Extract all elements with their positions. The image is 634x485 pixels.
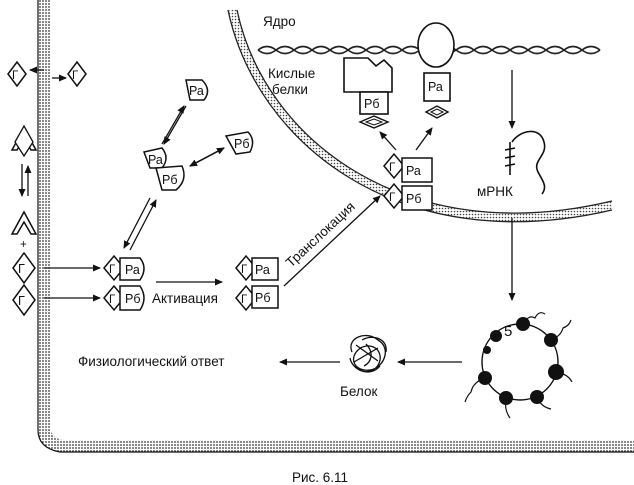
receptor-dimer: Ра Рб xyxy=(142,147,185,191)
svg-text:Г: Г xyxy=(18,262,25,276)
svg-text:Ра: Ра xyxy=(255,263,270,277)
ribosome-count: 5 xyxy=(504,323,512,340)
svg-text:Рб: Рб xyxy=(255,291,271,305)
dimer-to-ra-arrow xyxy=(161,105,185,145)
physiological-response-label: Физиологический ответ xyxy=(78,354,224,369)
nuclear-hormone-receptor-complex: Г Ра Г Рб xyxy=(383,152,433,211)
svg-text:Г: Г xyxy=(18,294,25,308)
mrna-label: мРНК xyxy=(477,184,513,199)
svg-text:Рб: Рб xyxy=(125,292,141,306)
acidic-proteins-label-line2: белки xyxy=(272,82,308,97)
svg-text:Рб: Рб xyxy=(162,173,178,187)
activated-hormone-receptor-complex: Г Ра Г Рб xyxy=(235,254,279,312)
svg-text:Ра: Ра xyxy=(428,80,443,94)
acidic-proteins-label-line1: Кислые xyxy=(268,66,315,81)
svg-text:Г: Г xyxy=(389,162,396,174)
mrna-molecule xyxy=(504,70,546,195)
svg-text:Рб: Рб xyxy=(406,192,422,206)
svg-text:Рб: Рб xyxy=(234,137,250,151)
svg-text:Г: Г xyxy=(389,192,396,204)
acidic-protein-block xyxy=(343,57,393,93)
svg-text:Ра: Ра xyxy=(189,84,204,98)
activation-label: Активация xyxy=(152,291,218,306)
cytoplasmic-hormone-receptor-complex: Г Ра Г Рб xyxy=(103,254,145,312)
svg-text:Г: Г xyxy=(241,294,248,306)
svg-text:Г: Г xyxy=(12,70,19,82)
receptor-b-on-chromatin: Рб xyxy=(358,91,390,129)
plus-sign: + xyxy=(20,239,27,251)
figure-caption: Рис. 6.11 xyxy=(292,470,348,485)
svg-text:Ра: Ра xyxy=(125,263,140,277)
svg-text:Г: Г xyxy=(72,70,79,82)
svg-text:Г: Г xyxy=(241,264,248,276)
svg-text:Г: Г xyxy=(109,294,116,306)
nuclear-membrane xyxy=(227,9,614,223)
protein-label: Белок xyxy=(340,384,377,399)
svg-text:Рб: Рб xyxy=(364,97,380,111)
translocation-label: Транслокация xyxy=(283,199,358,270)
svg-text:Ра: Ра xyxy=(148,153,163,167)
dimer-to-complex-arrow xyxy=(123,197,151,249)
nucleus-label: Ядро xyxy=(263,14,296,29)
protein-tangle xyxy=(349,335,387,373)
extracellular-hormone-exchange: Г Г xyxy=(7,60,87,88)
cell-membrane xyxy=(37,0,634,453)
receptor-b-free: Рб xyxy=(224,131,254,155)
carrier-protein-hormone xyxy=(10,124,38,235)
polyribosome xyxy=(464,312,573,419)
svg-text:Ра: Ра xyxy=(406,164,421,178)
svg-text:Г: Г xyxy=(109,264,116,276)
free-hormone-2: Г xyxy=(12,283,36,317)
translocation-arrow xyxy=(283,195,381,287)
chromatin-oval-protein: Ра xyxy=(417,22,455,119)
receptor-a-free: Ра xyxy=(185,79,209,101)
free-hormone-1: Г xyxy=(12,251,36,285)
